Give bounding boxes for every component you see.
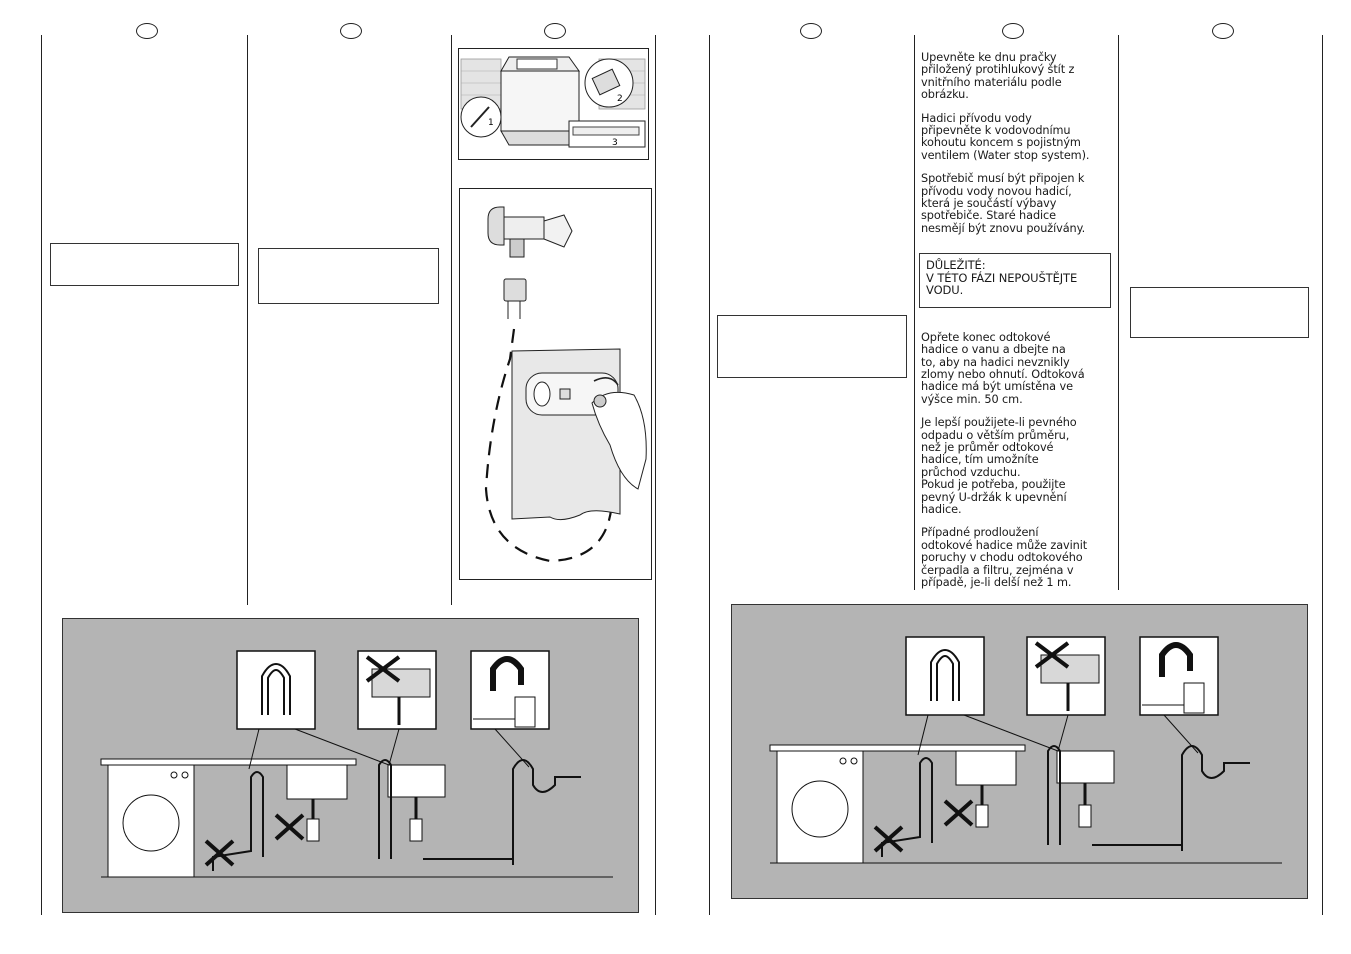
drain-inset-siphon <box>470 650 550 730</box>
language-marker <box>544 23 566 39</box>
step-2-label: 2 <box>617 94 623 104</box>
drain-inset-siphon <box>1139 636 1219 716</box>
drain-inset-correct <box>905 636 985 716</box>
language-marker <box>1002 23 1024 39</box>
instruction-paragraph: Spotřebič musí být připojen k přívodu vo… <box>921 172 1086 235</box>
instruction-text-column: Upevněte ke dnu pračky přiložený protihl… <box>919 51 1111 601</box>
instruction-paragraph: Upevněte ke dnu pračky přiložený protihl… <box>921 51 1075 102</box>
warning-body: V TÉTO FÁZI NEPOUŠTĚJTE VODU. <box>926 270 1078 298</box>
instruction-paragraph: Případné prodloužení odtokové hadice můž… <box>921 526 1088 590</box>
column-rule <box>41 35 42 915</box>
column-rule <box>655 35 656 915</box>
note-box <box>50 243 239 286</box>
column-rule <box>451 35 452 605</box>
column-rule <box>914 35 915 590</box>
note-box <box>258 248 439 304</box>
step-1-label: 1 <box>488 118 494 128</box>
column-rule <box>1322 35 1323 915</box>
drain-inset-wrong <box>357 650 437 730</box>
drain-diagram-right <box>731 604 1308 899</box>
note-box <box>717 315 907 378</box>
noise-shield-figure: 1 2 3 <box>458 48 649 160</box>
language-marker <box>800 23 822 39</box>
drain-diagram-left <box>62 618 639 913</box>
instruction-paragraph: Je lepší použijete-li pevného odpadu o v… <box>921 416 1077 517</box>
drain-inset-wrong <box>1026 636 1106 716</box>
warning-box: DŮLEŽITÉ: V TÉTO FÁZI NEPOUŠTĚJTE VODU. <box>919 253 1111 308</box>
drain-inset-correct <box>236 650 316 730</box>
instruction-paragraph: Hadici přívodu vody připevněte k vodovod… <box>921 111 1090 162</box>
instruction-paragraph: Opřete konec odtokové hadice o vanu a db… <box>921 330 1085 406</box>
column-rule <box>709 35 710 915</box>
language-marker <box>340 23 362 39</box>
warning-title: DŮLEŽITÉ: <box>926 258 986 273</box>
step-3-label: 3 <box>612 138 618 148</box>
language-marker <box>1212 23 1234 39</box>
column-rule <box>1118 35 1119 590</box>
column-rule <box>247 35 248 605</box>
note-box <box>1130 287 1309 338</box>
inlet-hose-figure <box>459 188 652 580</box>
language-marker <box>136 23 158 39</box>
